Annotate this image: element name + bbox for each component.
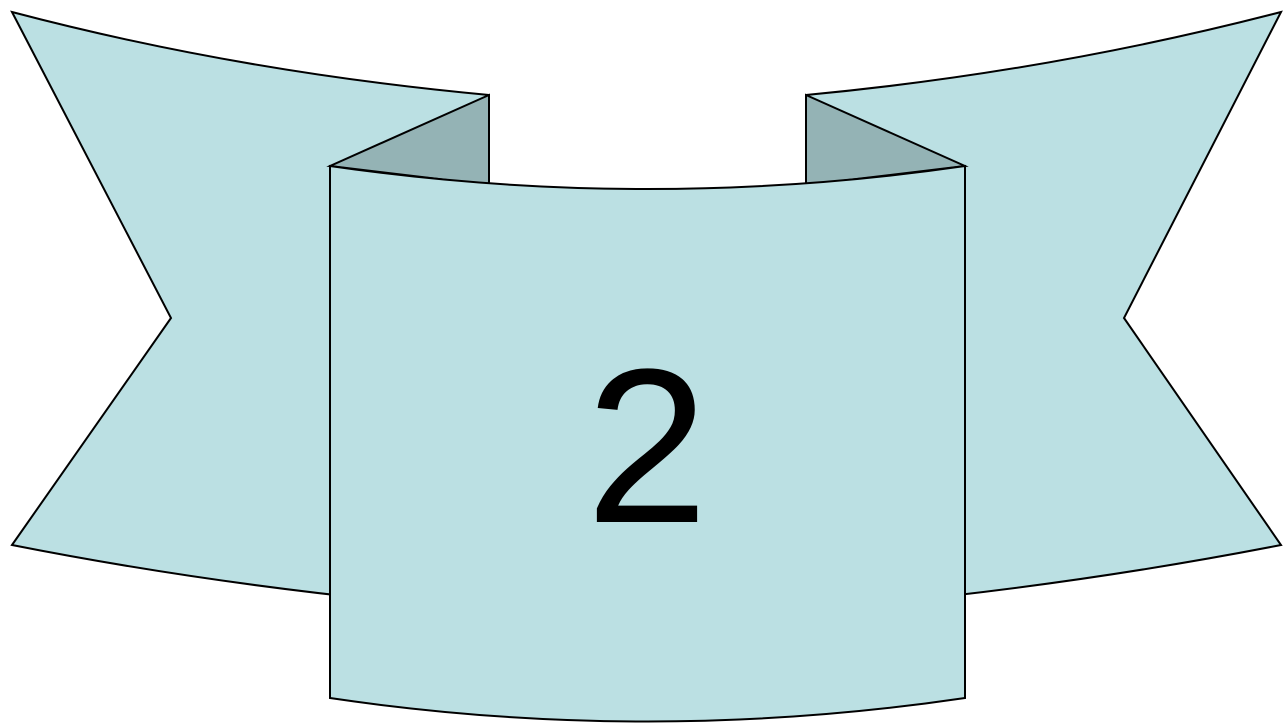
banner-number: 2: [586, 323, 708, 569]
